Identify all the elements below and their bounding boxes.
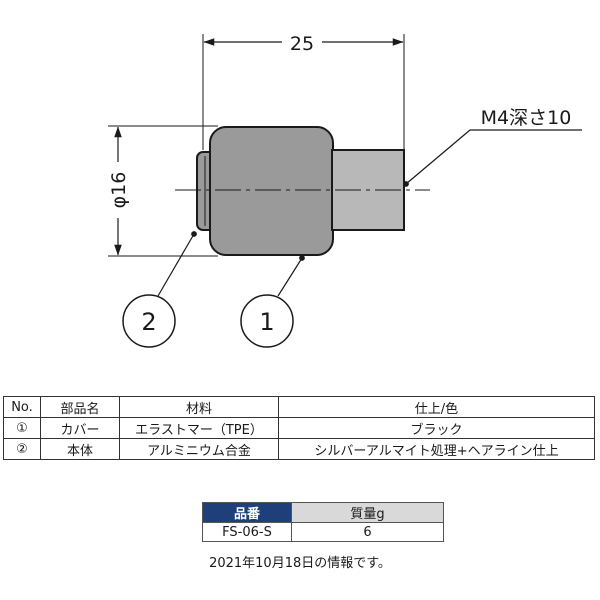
col-header-part-name: 部品名 [40,396,120,418]
thread-label: M4深さ10 [481,107,572,129]
mass-value: 6 [291,522,444,542]
callout-2-label: 2 [141,308,156,336]
parts-table-header-row: No. 部品名 材料 仕上/色 [3,396,595,418]
row-2-part-name: 本体 [40,438,120,460]
callout-1-leader [277,255,305,297]
table-row: ① カバー エラストマー（TPE） ブラック [3,417,595,439]
parts-table: No. 部品名 材料 仕上/色 ① カバー エラストマー（TPE） ブラック ②… [3,396,595,460]
technical-drawing: 25 φ16 M4深さ10 2 1 [108,33,582,348]
table-row: FS-06-S 6 [202,522,444,542]
callout-1-label: 1 [259,308,274,336]
col-header-material: 材料 [119,396,279,418]
thread-leader-line [403,129,471,187]
row-1-finish: ブラック [278,417,595,439]
col-header-mass: 質量g [291,502,444,523]
table-row: ② 本体 アルミニウム合金 シルバーアルマイト処理+ヘアライン仕上 [3,438,595,460]
product-code-value: FS-06-S [202,522,292,542]
spec-table-header-row: 品番 質量g [202,502,444,523]
length-dimension-label: 25 [290,33,314,55]
col-header-finish: 仕上/色 [278,396,595,418]
row-1-no: ① [3,417,41,439]
callout-1-circle [240,294,294,348]
row-2-no: ② [3,438,41,460]
col-header-no: No. [3,396,41,418]
row-2-material: アルミニウム合金 [119,438,279,460]
diameter-dimension-label: φ16 [108,172,130,209]
row-2-finish: シルバーアルマイト処理+ヘアライン仕上 [278,438,595,460]
spec-table: 品番 質量g FS-06-S 6 [202,502,444,542]
row-1-material: エラストマー（TPE） [119,417,279,439]
row-1-part-name: カバー [40,417,120,439]
info-date-footnote: 2021年10月18日の情報です。 [209,556,391,571]
callout-2-circle [122,294,176,348]
callout-2-leader [157,231,197,297]
cover-body [209,126,334,256]
col-header-product-code: 品番 [202,502,292,523]
